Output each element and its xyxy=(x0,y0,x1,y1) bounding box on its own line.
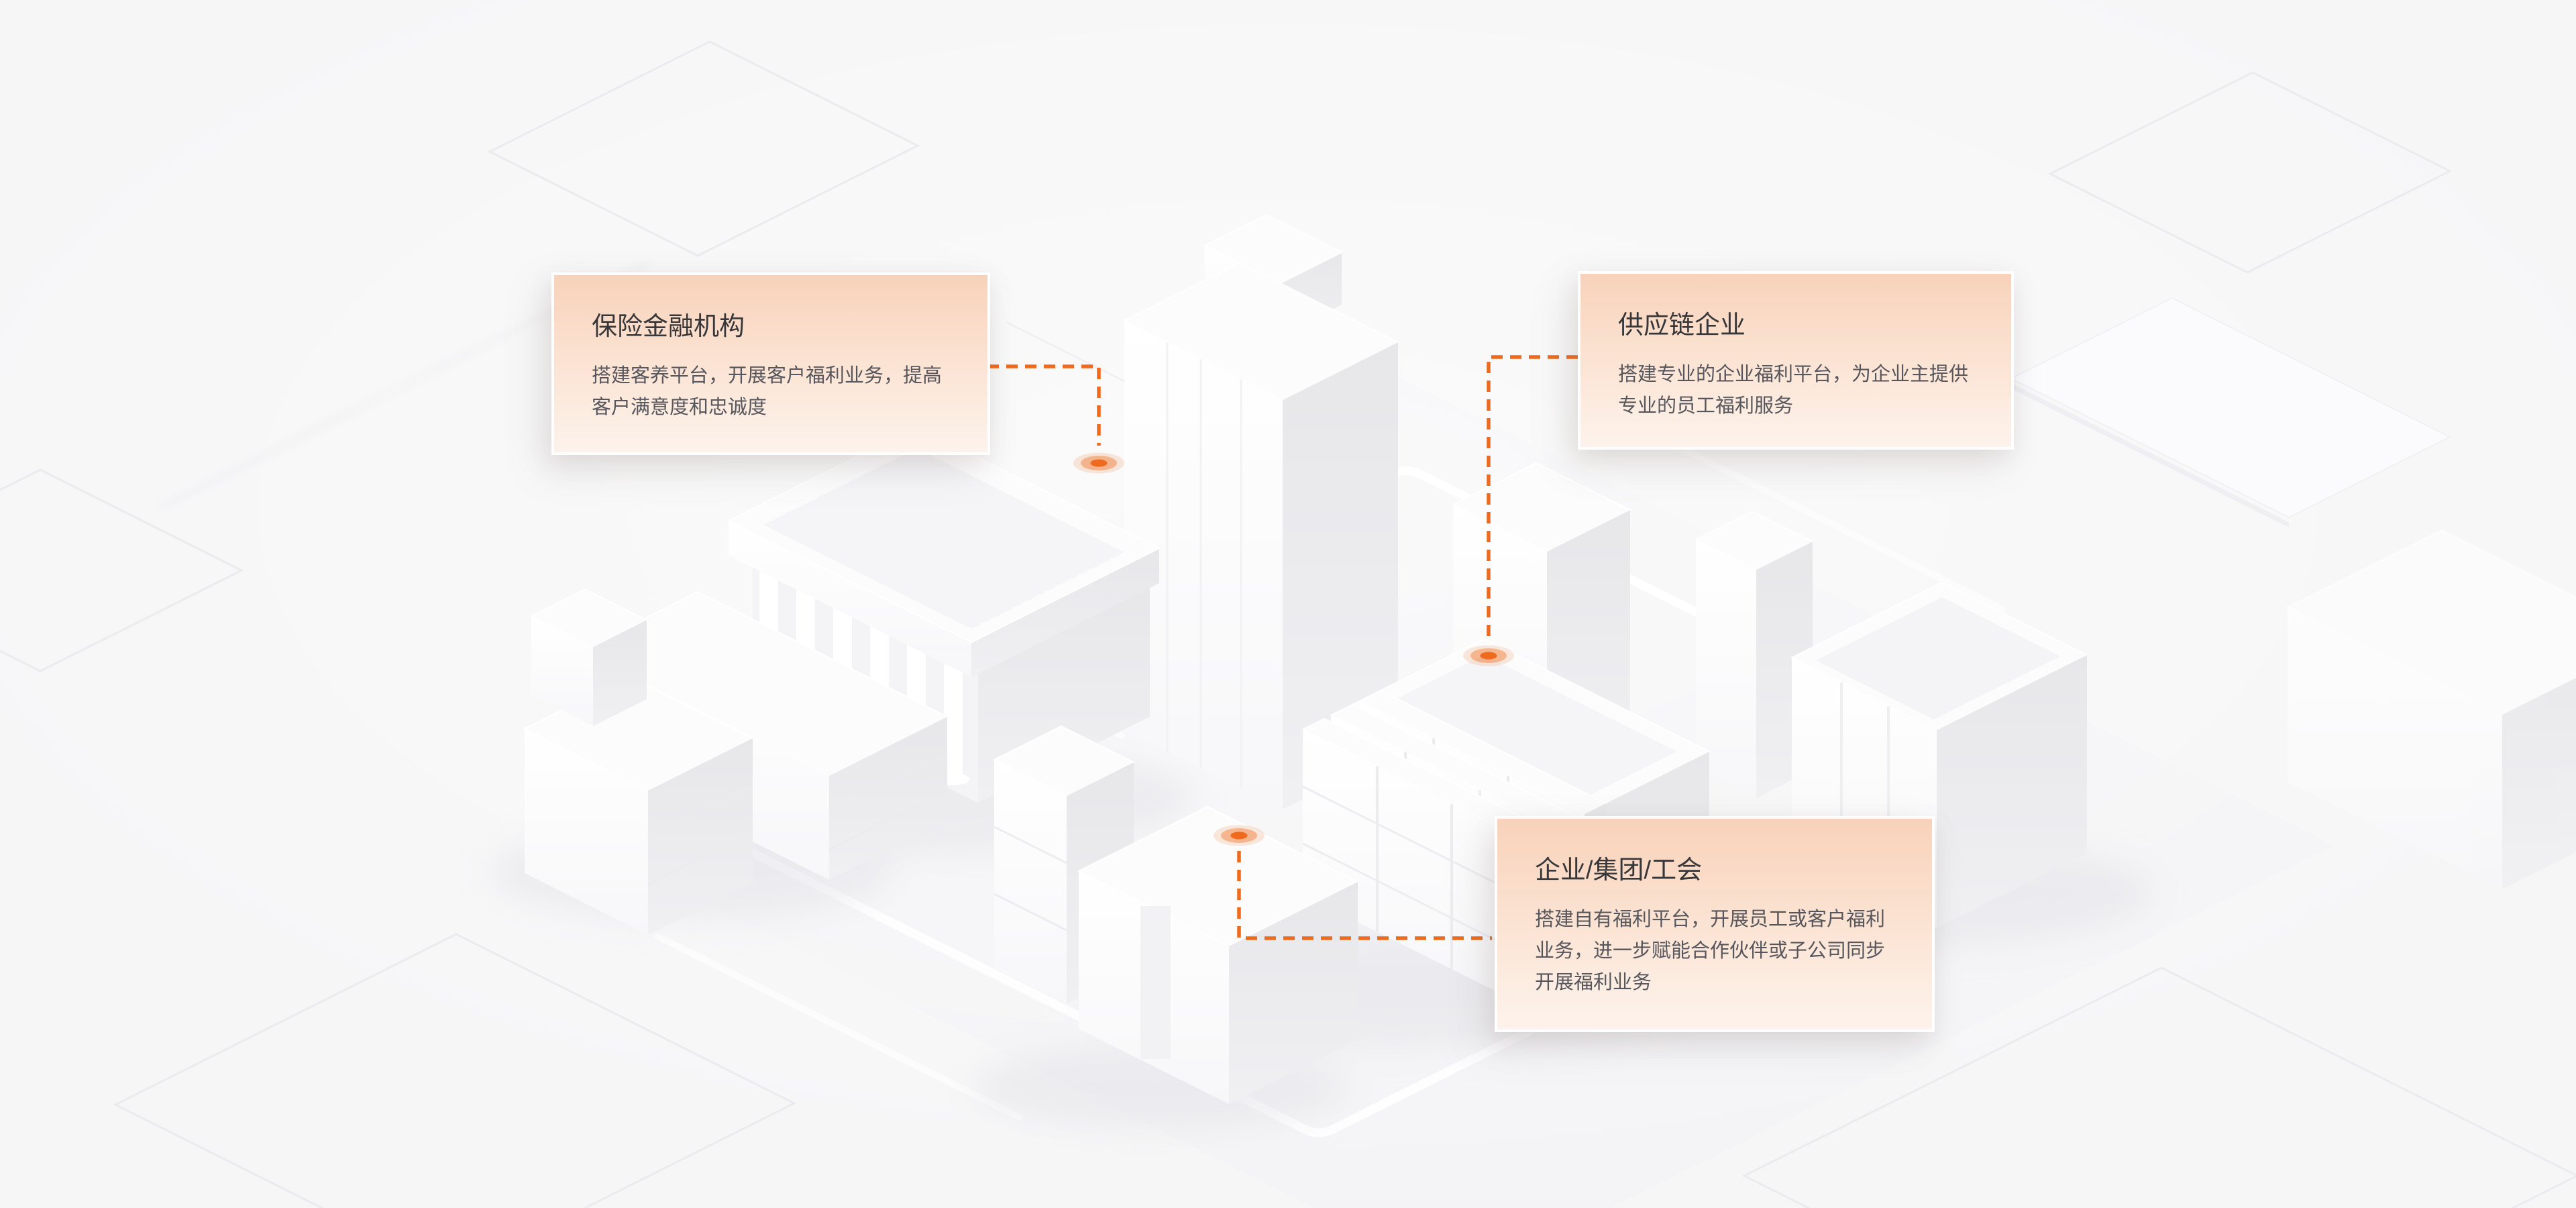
card-supply-chain: 供应链企业 搭建专业的企业福利平台，为企业主提供 专业的员工福利服务 xyxy=(1578,271,2014,450)
building-enterprise xyxy=(1077,805,1360,1104)
enterprise-marker xyxy=(1214,825,1265,846)
building-far-right-slab xyxy=(2286,529,2576,889)
card-insurance: 保险金融机构 搭建客养平台，开展客户福利业务，提高 客户满意度和忠诚度 xyxy=(551,272,990,455)
connectors xyxy=(987,355,1578,940)
building-thin-tower xyxy=(1694,510,1815,798)
card-insurance-body: 搭建客养平台，开展客户福利业务，提高 客户满意度和忠诚度 xyxy=(592,365,943,419)
building-tall-tower xyxy=(1122,213,1400,809)
insurance-marker xyxy=(1073,452,1124,474)
card-enterprise-title: 企业/集团/工会 xyxy=(1535,856,1703,885)
card-enterprise: 企业/集团/工会 搭建自有福利平台，开展员工或客户福利 业务，进一步赋能合作伙伴… xyxy=(1495,816,1935,1032)
supply-chain-marker xyxy=(1463,645,1514,666)
card-supply-chain-body: 搭建专业的企业福利平台，为企业主提供 专业的员工福利服务 xyxy=(1618,364,1969,417)
connector-supply-chain xyxy=(1487,355,1578,639)
building-small-box xyxy=(529,588,649,726)
building-left-l xyxy=(523,591,949,935)
card-enterprise-body: 搭建自有福利平台，开展员工或客户福利 业务，进一步赋能合作伙伴或子公司同步 开展… xyxy=(1535,909,1886,994)
connector-enterprise xyxy=(1237,851,1492,940)
card-supply-chain-title: 供应链企业 xyxy=(1618,311,1746,340)
card-insurance-title: 保险金融机构 xyxy=(592,313,745,341)
